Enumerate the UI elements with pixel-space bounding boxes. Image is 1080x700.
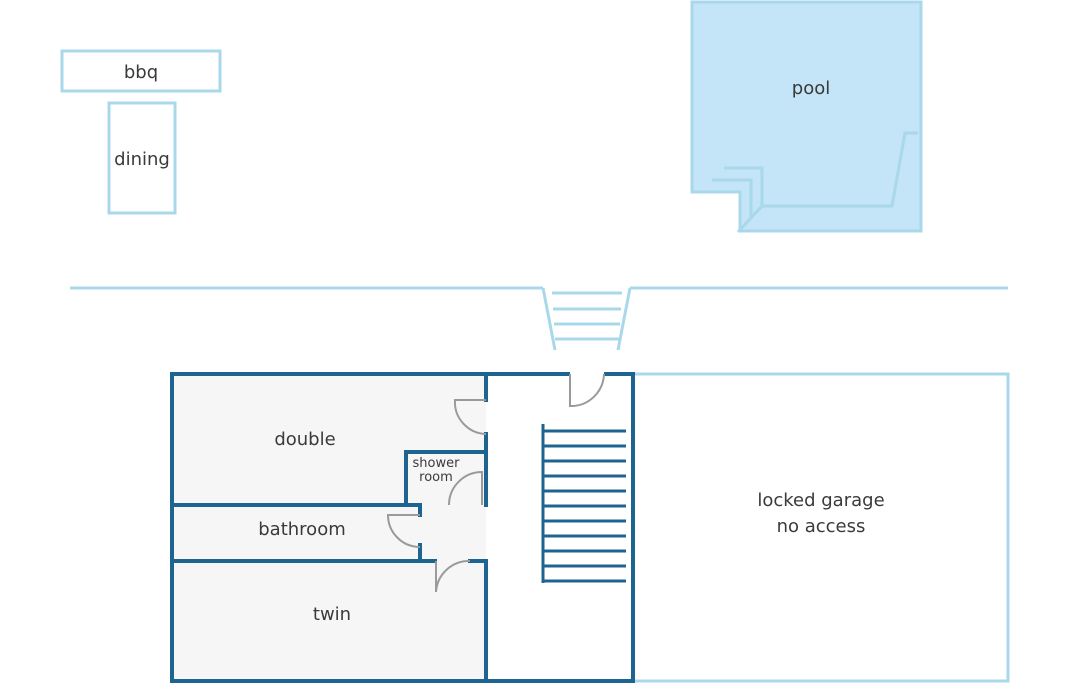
pool-basin (690, 0, 923, 233)
bathroom-label: bathroom (258, 519, 346, 540)
bathroom-door (386, 514, 421, 548)
double-label: double (274, 429, 335, 450)
pool (690, 0, 923, 234)
entrance-door (569, 373, 605, 408)
outdoor-area (60, 49, 1008, 351)
twin-label: twin (313, 604, 351, 625)
staircase (541, 424, 626, 583)
stair-hall-floor (486, 374, 633, 681)
pool-steps (712, 131, 918, 234)
labels: bbq dining pool double shower room bathr… (114, 62, 884, 625)
shower-room-label-line2: room (419, 470, 453, 485)
bbq-label: bbq (124, 62, 158, 83)
shower-room-label-line1: shower (413, 456, 461, 471)
building (170, 372, 1010, 683)
dining-table (107, 101, 177, 215)
dining-label: dining (114, 149, 170, 170)
twin-door (435, 559, 471, 593)
shower-room-door (448, 470, 483, 506)
bbq-area (60, 49, 222, 93)
doors (386, 373, 605, 593)
garage-label-line1: locked garage (757, 490, 884, 511)
terrace-steps (541, 287, 632, 351)
pool-label: pool (792, 78, 830, 99)
walls (170, 372, 635, 683)
double-door (453, 399, 487, 435)
garage-label-line2: no access (777, 516, 866, 537)
